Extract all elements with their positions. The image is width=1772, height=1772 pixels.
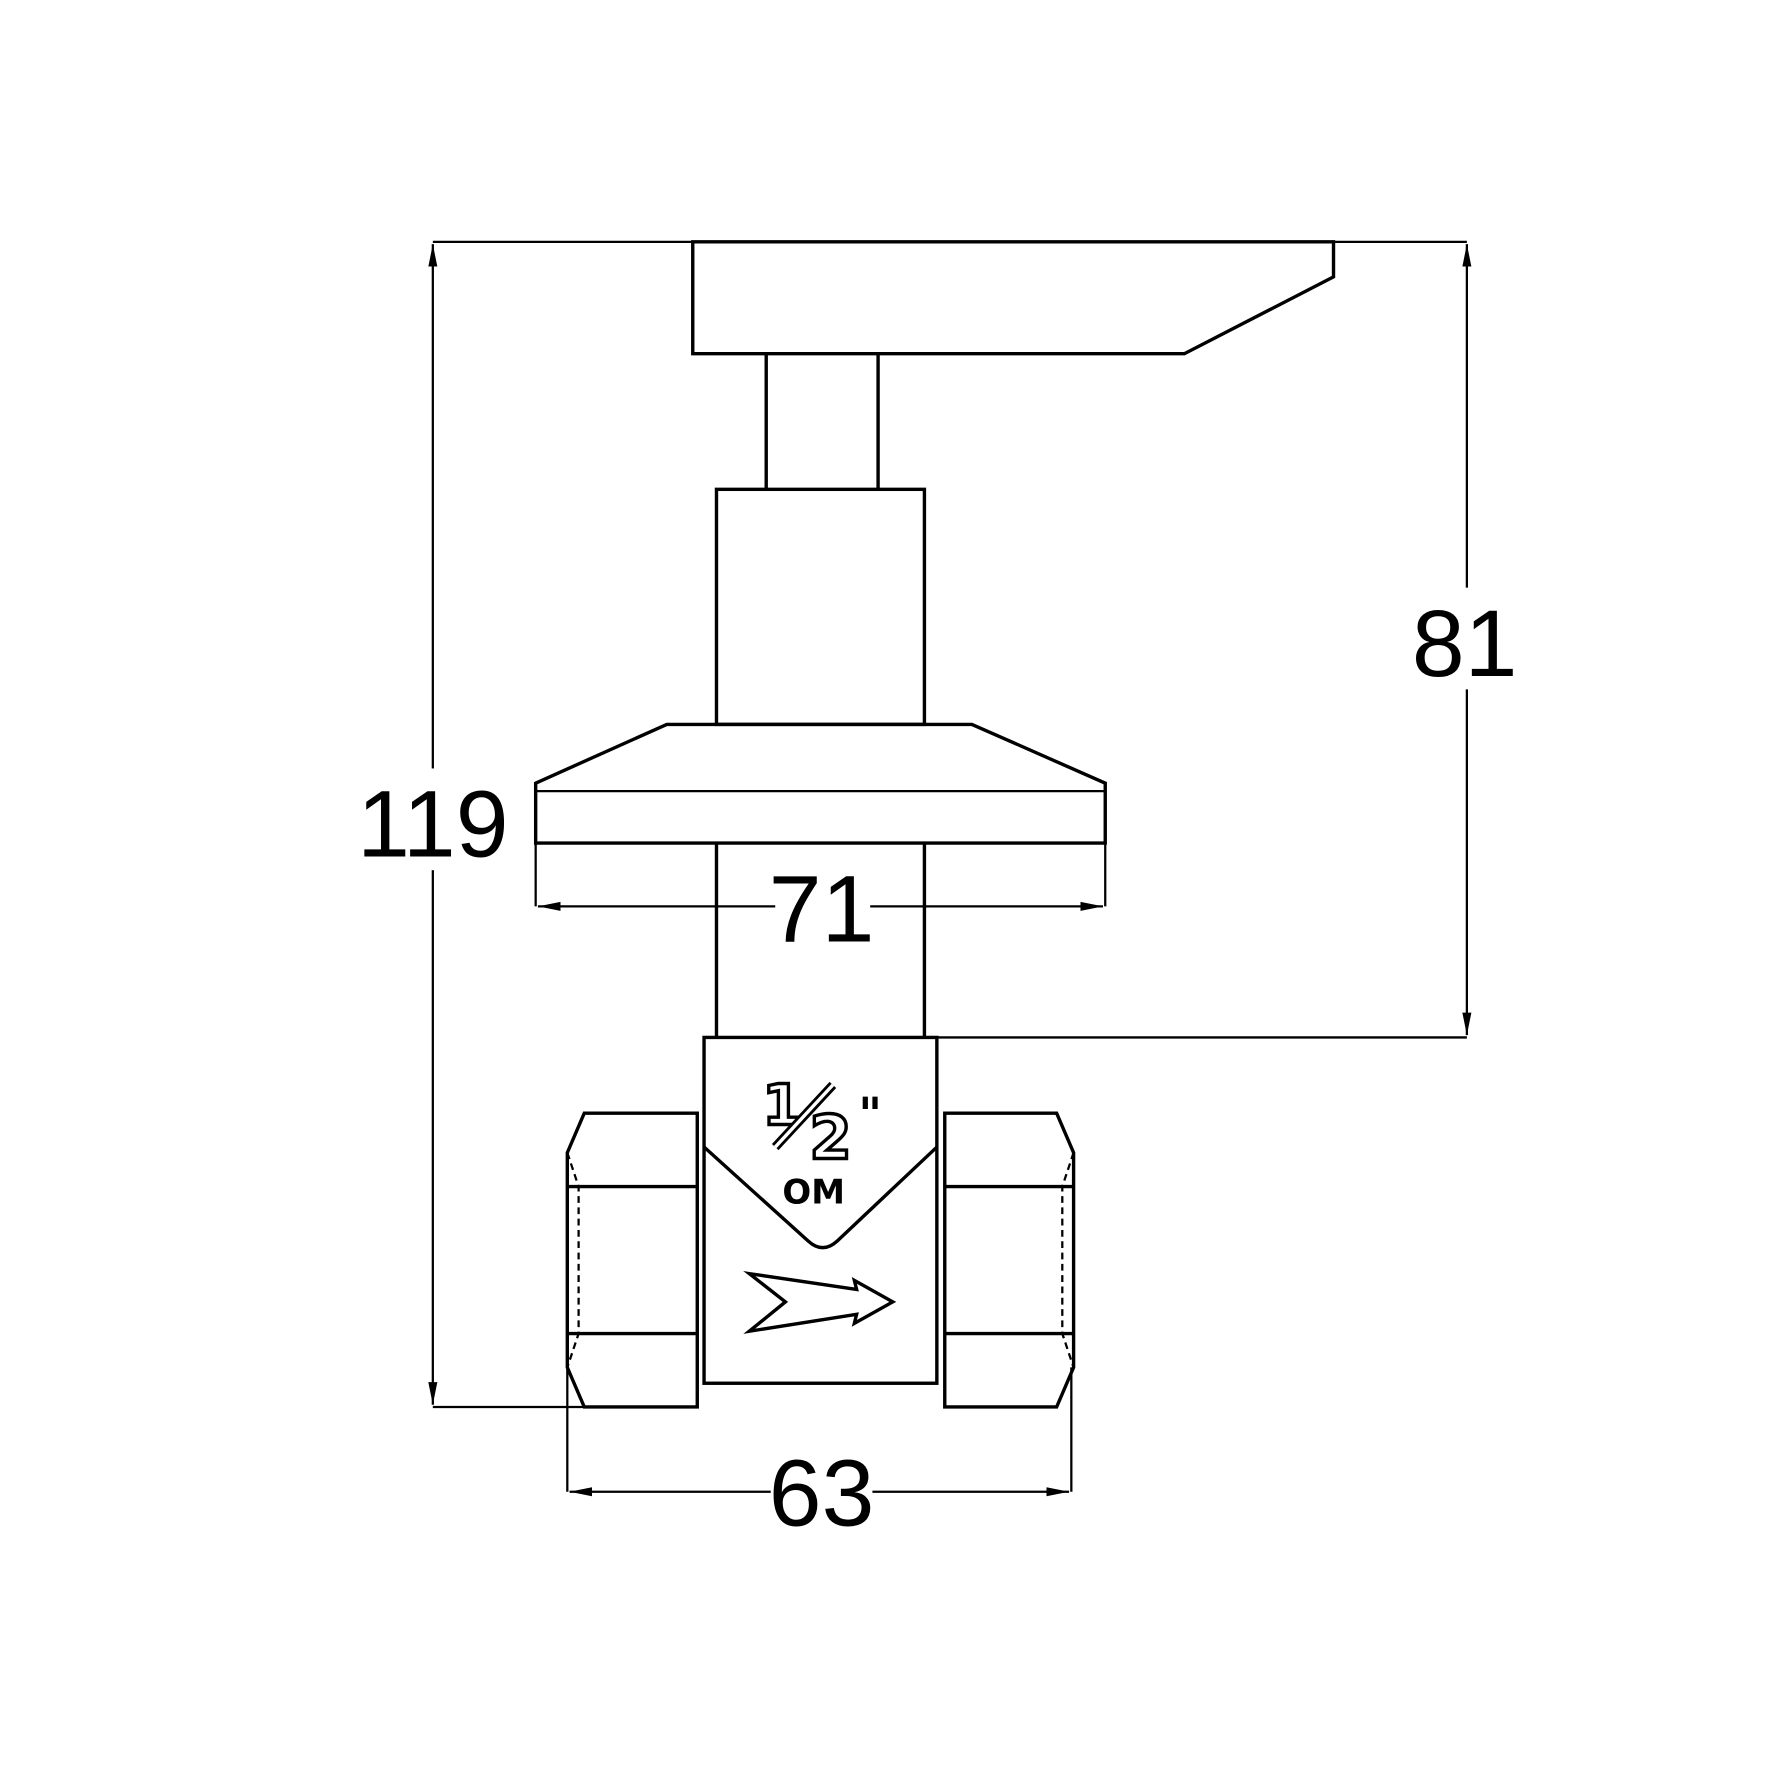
handle xyxy=(691,240,1336,356)
flow-direction-arrow-icon xyxy=(743,1271,897,1334)
cover-flange xyxy=(533,722,1107,845)
dimension-label-63: 63 xyxy=(769,1441,875,1547)
dimension-label-119: 119 xyxy=(357,772,508,878)
body-v-groove xyxy=(702,1145,939,1250)
bonnet xyxy=(714,487,927,727)
brand-mark: OM xyxy=(782,1173,845,1212)
inch-mark: " xyxy=(858,1088,882,1141)
left-hex-fitting xyxy=(565,1111,699,1409)
dimension-label-71: 71 xyxy=(769,856,875,962)
right-hex-fitting xyxy=(943,1111,1076,1409)
valve-body xyxy=(702,1035,939,1385)
dimension-label-81: 81 xyxy=(1412,591,1518,697)
size-numerator: 1 xyxy=(762,1073,801,1138)
size-denominator: 2 xyxy=(809,1102,851,1173)
